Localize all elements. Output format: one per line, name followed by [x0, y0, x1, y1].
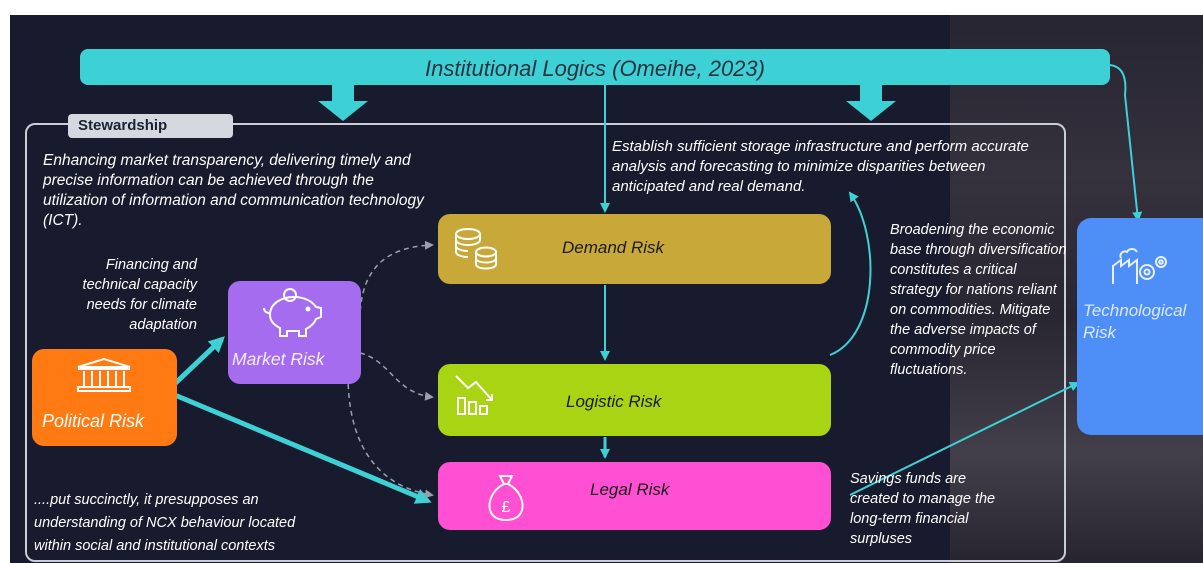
logistic-risk-label: Logistic Risk	[566, 392, 662, 411]
legal-risk-label: Legal Risk	[590, 480, 670, 499]
political-risk-label: Political Risk	[42, 411, 145, 431]
svg-text:£: £	[502, 499, 511, 516]
declining-chart-icon	[455, 375, 493, 415]
technological-risk-label: Technological Risk	[1083, 301, 1187, 342]
piggy-bank-icon	[263, 288, 322, 337]
banner-down-arrow-right	[846, 85, 896, 121]
bank-building-icon	[77, 357, 131, 392]
money-bag-icon: £	[488, 475, 524, 522]
stewardship-label: Stewardship	[78, 117, 168, 134]
financing-text: Financing and technical capacity needs f…	[82, 257, 197, 333]
political-risk-box: Political Risk	[32, 349, 177, 446]
demand-risk-box: Demand Risk	[438, 214, 831, 284]
stewardship-frame	[25, 123, 1066, 562]
logistic-risk-box: Logistic Risk	[438, 364, 831, 436]
political-to-legal-arrow	[169, 390, 432, 504]
diagram-canvas: Institutional Logics (Omeihe, 2023) Stew…	[10, 15, 1203, 563]
market-to-legal-dashed	[347, 374, 434, 499]
market-to-demand-dashed	[359, 240, 434, 321]
ict-text: Enhancing market transparency, deliverin…	[43, 152, 424, 229]
savings-to-technological-line	[849, 382, 1080, 496]
legal-risk-box: £ Legal Risk	[438, 462, 831, 530]
stewardship-tab: Stewardship	[68, 114, 233, 138]
banner-down-arrow-left	[318, 85, 368, 121]
ncx-text: ....put succinctly, it presupposes an un…	[34, 492, 296, 554]
market-risk-label: Market Risk	[232, 349, 325, 369]
demand-risk-label: Demand Risk	[562, 238, 665, 257]
banner-to-technological-line	[1109, 64, 1143, 222]
market-risk-box: Market Risk	[228, 281, 361, 384]
logistic-to-storage-curve	[829, 191, 872, 356]
banner-title: Institutional Logics (Omeihe, 2023)	[425, 56, 765, 81]
market-to-logistic-dashed	[359, 352, 434, 401]
storage-text: Establish sufficient storage infrastruct…	[612, 138, 1029, 195]
diversification-text: Broadening the economic base through div…	[890, 222, 1067, 378]
coins-icon	[455, 228, 497, 270]
technological-risk-box: Technological Risk	[1077, 218, 1203, 435]
institutional-logics-banner: Institutional Logics (Omeihe, 2023)	[80, 49, 1110, 85]
savings-text: Savings funds are created to manage the …	[850, 471, 996, 547]
factory-gears-icon	[1112, 248, 1167, 284]
